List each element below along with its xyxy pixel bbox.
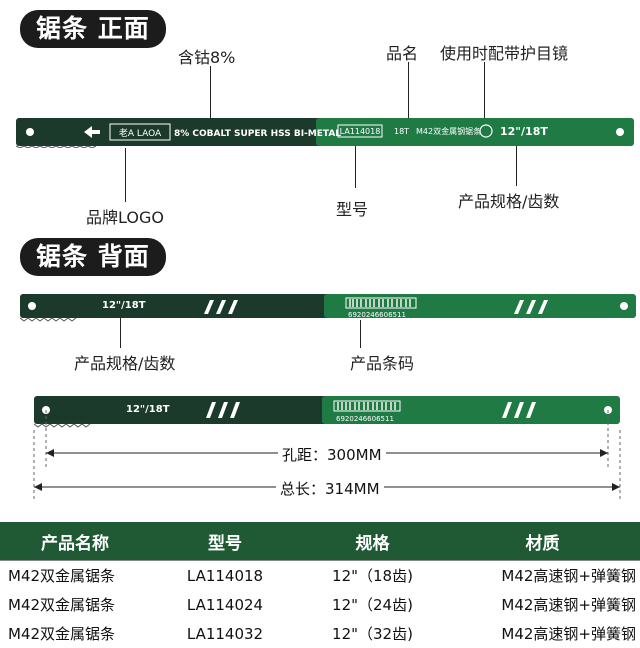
cell-material: M42高速钢+弹簧钢: [445, 560, 640, 590]
cell-product-name: M42双金属锯条: [0, 590, 150, 619]
goggles-label: 使用时配带护目镜: [440, 44, 569, 63]
cobalt-label: 含钴8%: [178, 48, 236, 67]
back-blade-2: 12"/18T 6920246606511: [34, 396, 620, 428]
product-name-label: 品名: [386, 44, 419, 63]
back-section-title: 锯条 背面: [20, 238, 166, 276]
blade-brand: 老A LAOA: [119, 127, 162, 139]
cell-model: LA114018: [150, 560, 300, 590]
cell-material: M42高速钢+弹簧钢: [445, 590, 640, 619]
cell-model: LA114024: [150, 590, 300, 619]
table-header-row: 产品名称 型号 规格 材质: [0, 522, 640, 561]
table-row: M42双金属锯条 LA114032 12"（32齿) M42高速钢+弹簧钢: [0, 619, 640, 648]
model-label: 型号: [336, 200, 369, 219]
model-pointer: [355, 146, 356, 188]
brand-logo-label: 品牌LOGO: [86, 208, 164, 227]
goggles-pointer: [484, 62, 485, 124]
spec-pointer: [516, 146, 517, 186]
spec-table: 产品名称 型号 规格 材质 M42双金属锯条 LA114018 12"（18齿)…: [0, 522, 640, 648]
blade-name: M42双金属钢锯条: [416, 126, 481, 136]
front-section-title: 锯条 正面: [20, 10, 166, 48]
cell-spec: 12"（18齿): [300, 560, 445, 590]
total-length-label: 总长：314MM: [276, 478, 384, 499]
back-blade-1: 12"/18T 6920246606511: [20, 294, 636, 322]
blade-teeth: 18T: [394, 127, 409, 136]
back-blade-2-barcode-number: 6920246606511: [336, 415, 394, 423]
spec-teeth-label: 产品规格/齿数: [458, 192, 560, 211]
cell-spec: 12"（24齿): [300, 590, 445, 619]
cell-spec: 12"（32齿): [300, 619, 445, 648]
blade-cobalt-text: 8% COBALT SUPER HSS BI-METAL: [174, 129, 341, 139]
hole-distance-label: 孔距：300MM: [278, 444, 386, 465]
back-blade-size: 12"/18T: [102, 300, 146, 311]
header-model: 型号: [150, 522, 300, 561]
back-spec-teeth-label: 产品规格/齿数: [74, 354, 176, 373]
back-blade-2-size: 12"/18T: [126, 404, 170, 415]
blade-size: 12"/18T: [500, 125, 548, 138]
barcode-pointer: [360, 320, 361, 348]
blade-model: LA114018: [340, 127, 381, 136]
back-spec-pointer: [120, 318, 121, 348]
cell-model: LA114032: [150, 619, 300, 648]
header-spec: 规格: [300, 522, 445, 561]
header-material: 材质: [445, 522, 640, 561]
cell-product-name: M42双金属锯条: [0, 619, 150, 648]
table-row: M42双金属锯条 LA114024 12"（24齿) M42高速钢+弹簧钢: [0, 590, 640, 619]
product-name-pointer: [408, 62, 409, 124]
logo-pointer: [125, 148, 126, 202]
barcode-label: 产品条码: [350, 354, 415, 373]
cell-material: M42高速钢+弹簧钢: [445, 619, 640, 648]
front-blade: 老A LAOA 8% COBALT SUPER HSS BI-METAL LA1…: [16, 118, 634, 148]
cobalt-pointer: [210, 66, 211, 124]
header-product-name: 产品名称: [0, 522, 150, 561]
table-row: M42双金属锯条 LA114018 12"（18齿) M42高速钢+弹簧钢: [0, 560, 640, 590]
back-barcode-number: 6920246606511: [348, 311, 406, 319]
cell-product-name: M42双金属锯条: [0, 560, 150, 590]
